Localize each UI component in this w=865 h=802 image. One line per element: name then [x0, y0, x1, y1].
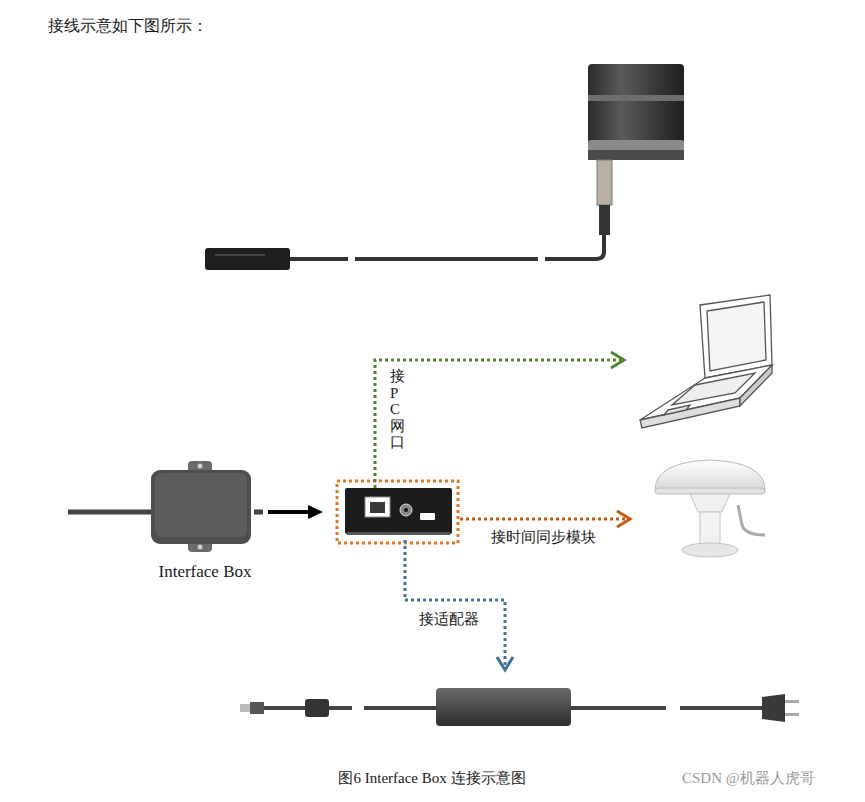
rj45-socket	[370, 502, 385, 513]
power-adapter	[240, 688, 799, 726]
lidar-cable	[355, 257, 538, 261]
dotted-line	[460, 518, 628, 521]
watermark: CSDN @机器人虎哥	[682, 769, 815, 787]
laptop-display	[707, 302, 766, 371]
dc-plug	[250, 702, 264, 714]
sync-link	[460, 511, 630, 527]
device-box: Interface Box	[136, 456, 274, 594]
sync-port	[420, 513, 435, 520]
antenna-dome	[655, 460, 765, 490]
dotted-line	[375, 360, 622, 488]
antenna-mount	[682, 543, 738, 557]
lidar-band	[588, 95, 684, 101]
box-foot	[347, 532, 450, 535]
lidar-base-ring	[588, 150, 684, 160]
plug-pin	[785, 700, 799, 703]
mains-plug	[762, 694, 785, 722]
cable	[680, 706, 762, 710]
box-label: Interface Box	[136, 562, 274, 582]
laptop-side	[740, 365, 772, 406]
arrow-head	[497, 657, 513, 670]
power-pin	[404, 508, 408, 512]
connector-detail	[215, 254, 265, 256]
lidar-cable	[290, 257, 348, 261]
antenna-mast	[700, 512, 720, 547]
arrow-head	[617, 511, 630, 527]
dotted-frame	[337, 481, 458, 543]
lidar-cable	[545, 235, 604, 259]
ferrite	[305, 699, 329, 717]
adapter-link	[405, 540, 513, 670]
plug-pin	[785, 713, 799, 716]
box-top	[155, 473, 247, 537]
cable	[68, 510, 156, 515]
pc-link	[375, 352, 624, 488]
cable	[571, 706, 666, 710]
port-note: 接时间同步模块	[489, 528, 598, 546]
laptop-edge	[640, 398, 740, 428]
arrow-shaft	[268, 510, 310, 514]
box-front	[345, 488, 452, 534]
arrow-head	[308, 505, 323, 519]
laptop-keys	[672, 373, 755, 405]
dc-tip	[240, 704, 250, 712]
box-shape	[136, 456, 266, 556]
dotted-line	[405, 540, 505, 668]
antenna-neck	[690, 494, 730, 512]
laptop-screen	[700, 295, 772, 378]
lidar-cable-connector	[205, 248, 290, 270]
figure-caption: 图6 Interface Box 连接示意图	[338, 769, 525, 788]
screw-hole	[198, 464, 203, 469]
vertical-note: 接PC网口	[390, 368, 405, 451]
lidar-plug	[599, 205, 610, 235]
intro-text: 接线示意如下图所示：	[48, 16, 208, 35]
cable	[364, 706, 436, 710]
screw-hole	[198, 545, 203, 550]
rj45-port	[365, 497, 390, 517]
laptop-touchpad	[664, 405, 690, 415]
power-port	[400, 504, 412, 516]
lidar-connector	[597, 160, 612, 205]
laptop	[640, 295, 772, 428]
port-note: 接适配器	[417, 610, 481, 628]
lidar-sensor	[205, 64, 684, 270]
antenna-rim	[655, 488, 765, 494]
time-sync-antenna	[655, 460, 765, 557]
antenna-cable	[738, 505, 765, 535]
arrow-head	[611, 352, 624, 368]
lidar-body	[588, 64, 684, 144]
adapter-brick	[436, 688, 571, 726]
cable	[254, 510, 263, 515]
box-side-view	[337, 481, 458, 543]
box-body	[151, 470, 251, 544]
lidar-base	[588, 140, 684, 160]
black-arrow	[268, 505, 323, 519]
